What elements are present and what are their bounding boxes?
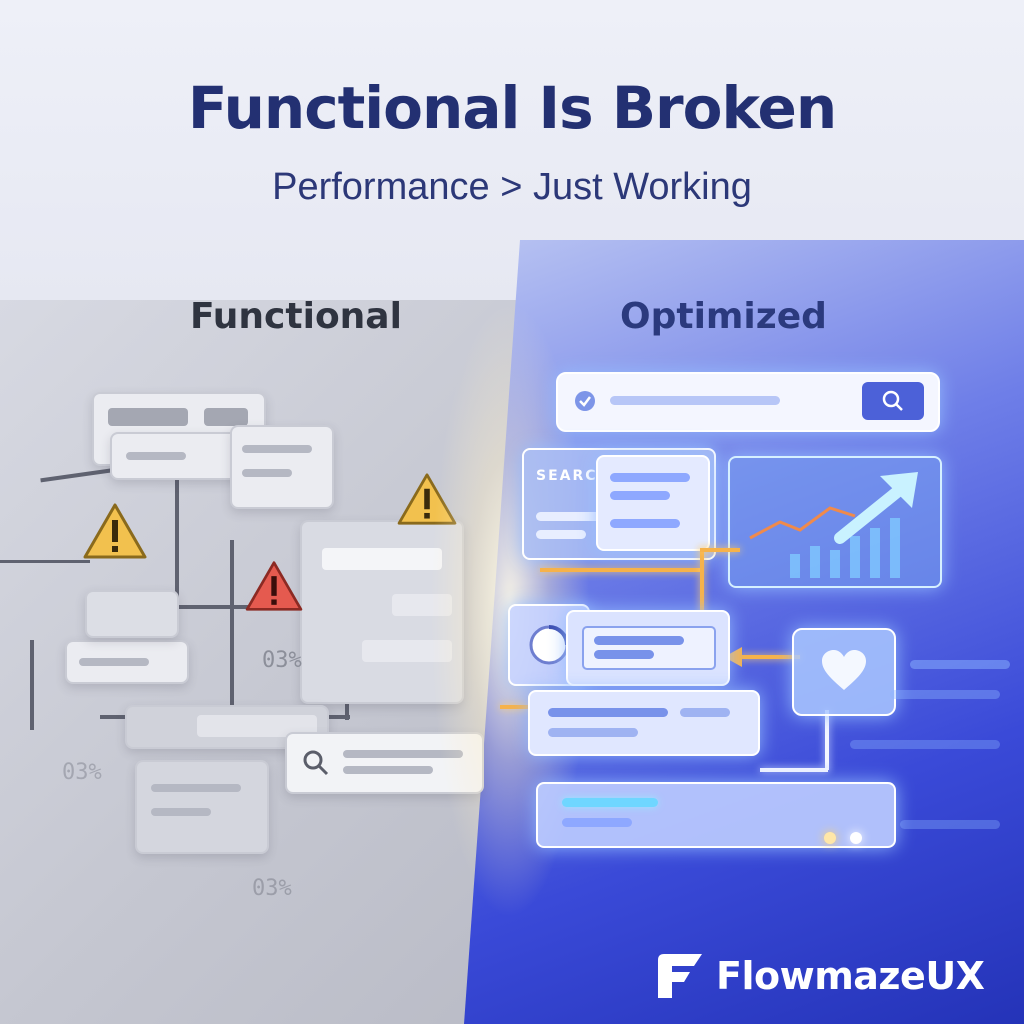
broken-card <box>135 760 269 854</box>
broken-card <box>85 590 179 638</box>
warning-icon <box>83 503 147 559</box>
connector-line <box>175 470 179 610</box>
flow-line <box>500 705 530 709</box>
connector-line <box>230 540 234 720</box>
broken-card <box>110 432 244 480</box>
optimized-search-bar[interactable] <box>556 372 940 432</box>
broken-card <box>230 425 334 509</box>
percent-readout: 03% <box>262 648 302 673</box>
flow-line <box>825 710 829 770</box>
broken-card <box>125 705 329 749</box>
status-bar-card <box>536 782 896 848</box>
flow-line <box>700 548 704 638</box>
percent-readout: 03% <box>62 760 102 785</box>
optimized-label: Optimized <box>620 296 827 337</box>
search-icon <box>303 750 329 776</box>
status-dot <box>850 832 862 844</box>
search-icon <box>882 390 903 411</box>
danger-icon <box>245 561 303 611</box>
check-icon <box>575 391 595 411</box>
growth-chart <box>749 472 918 578</box>
broken-card <box>65 640 189 684</box>
page-subtitle: Performance > Just Working <box>272 166 752 208</box>
flow-line <box>540 568 700 572</box>
growth-chart-card <box>728 456 942 588</box>
content-card <box>566 610 730 686</box>
functional-label: Functional <box>190 296 402 337</box>
search-panel-label: SEARCH <box>536 468 612 484</box>
brand-name: FlowmazeUX <box>716 954 985 998</box>
background-bar <box>850 740 1000 749</box>
result-card <box>596 455 710 551</box>
percent-readout: 03% <box>252 876 292 901</box>
favorite-card[interactable] <box>792 628 896 716</box>
heart-icon <box>822 650 866 690</box>
flow-line <box>700 548 740 552</box>
flowmaze-logo-icon <box>658 954 702 998</box>
search-button[interactable] <box>862 382 924 420</box>
arrow-left-icon <box>724 647 742 667</box>
status-dot <box>824 832 836 844</box>
background-bar <box>910 660 1010 669</box>
flow-line <box>740 655 800 659</box>
page-title: Functional Is Broken <box>187 74 837 142</box>
connector-line <box>0 560 90 563</box>
flow-line <box>760 768 828 772</box>
background-bar <box>890 690 1000 699</box>
background-bar <box>900 820 1000 829</box>
brand-logo: FlowmazeUX <box>654 950 985 1002</box>
connector-line <box>30 640 34 730</box>
connector-line <box>90 605 300 609</box>
content-card <box>528 690 760 756</box>
